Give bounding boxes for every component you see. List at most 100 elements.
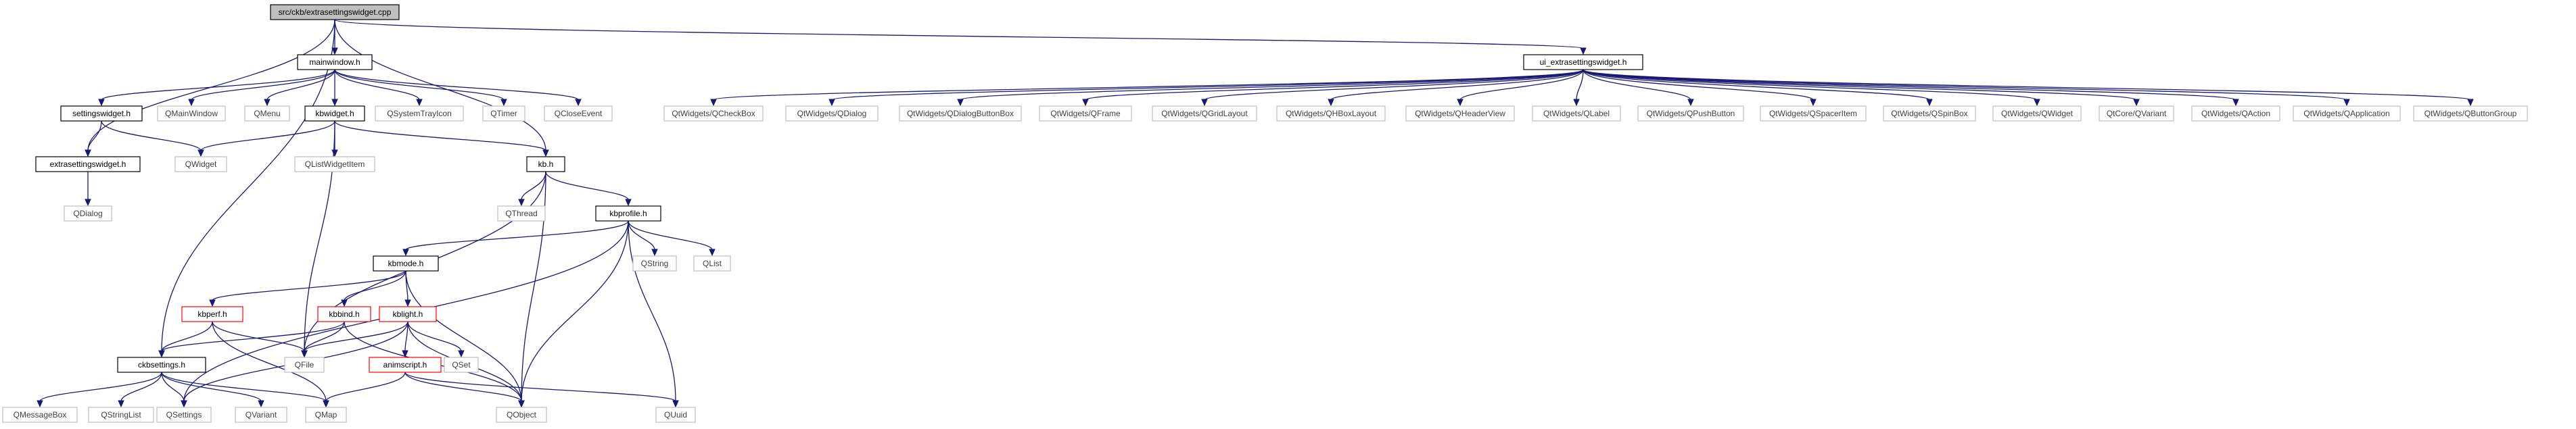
arrowhead-qtwidgets-qgridlayout xyxy=(1201,99,1208,107)
arrowhead-kbwidget xyxy=(331,99,338,107)
node-qtwidgets-qwidget: QtWidgets/QWidget xyxy=(1992,105,2082,122)
node-label: QMessageBox xyxy=(14,410,67,420)
node-mainwindow-h[interactable]: mainwindow.h xyxy=(297,54,373,70)
edge-kb-to-qthread xyxy=(521,171,546,201)
edge-ui-extra-to-qtwidgets-qdialog xyxy=(831,69,1584,101)
edge-kbprofile-to-kbmode xyxy=(405,220,629,251)
edge-ui-extra-to-qtwidgets-qgridlayout xyxy=(1204,69,1584,101)
node-box xyxy=(655,407,696,423)
node-qobject: QObject xyxy=(496,407,547,423)
node-kbwidget-h[interactable]: kbwidget.h xyxy=(304,105,365,122)
node-box xyxy=(373,255,439,272)
node-ui-extrasettingswidget-h[interactable]: ui_extrasettingswidget.h xyxy=(1523,54,1643,70)
arrowhead-kbprofile xyxy=(625,199,632,207)
node-box xyxy=(369,357,442,373)
node-animscript-h[interactable]: animscript.h xyxy=(369,357,442,373)
node-label: QtWidgets/QSpinBox xyxy=(1891,109,1967,118)
node-box xyxy=(2099,105,2174,122)
node-label: QtWidgets/QSpacerItem xyxy=(1769,109,1857,118)
node-label: QStringList xyxy=(101,410,141,420)
edge-kbmode-to-kbperf xyxy=(212,270,406,301)
node-box xyxy=(60,105,143,122)
node-kbperf-h[interactable]: kbperf.h xyxy=(181,306,243,322)
edge-kbmode-to-kbbind xyxy=(344,270,406,301)
node-qlist: QList xyxy=(693,255,731,272)
node-box xyxy=(304,105,365,122)
node-kbprofile-h[interactable]: kbprofile.h xyxy=(595,205,661,222)
edge-kbbind-to-ckbsettings xyxy=(161,321,345,352)
node-qmainwindow: QMainWindow xyxy=(157,105,226,122)
node-box xyxy=(1152,105,1257,122)
arrowhead-mainwindow xyxy=(331,47,338,55)
edge-animscript-to-qmap xyxy=(325,372,406,402)
node-qthread: QThread xyxy=(497,205,546,222)
edge-ui-extra-to-qtwidgets-qpushbutton xyxy=(1583,69,1691,101)
edge-animscript-to-qobject xyxy=(404,372,522,402)
node-label: QSet xyxy=(452,360,471,370)
edge-root-to-extrasettingswidget xyxy=(87,19,335,151)
edge-ckbsettings-to-qsettings xyxy=(161,372,185,402)
node-box xyxy=(482,105,525,122)
arrowhead-qmenu xyxy=(264,99,271,107)
node-box xyxy=(2191,105,2280,122)
node-box xyxy=(2413,105,2528,122)
edge-ui-extra-to-qtwidgets-qheaderview xyxy=(1459,69,1584,101)
node-ckbsettings-h[interactable]: ckbsettings.h xyxy=(117,357,206,373)
node-box xyxy=(1883,105,1976,122)
node-kbmode-h[interactable]: kbmode.h xyxy=(373,255,439,272)
node-kblight-h[interactable]: kblight.h xyxy=(379,306,437,322)
edge-kbprofile-to-qlist xyxy=(628,220,713,251)
edge-ui-extra-to-qtwidgets-qframe xyxy=(1085,69,1584,101)
node-settingswidget-h[interactable]: settingswidget.h xyxy=(60,105,143,122)
node-label: animscript.h xyxy=(383,360,427,370)
node-label: kbperf.h xyxy=(197,309,227,319)
node-box xyxy=(1039,105,1132,122)
node-qtwidgets-qhboxlayout: QtWidgets/QHBoxLayout xyxy=(1276,105,1386,122)
node-label: QListWidgetItem xyxy=(305,159,365,169)
node-box xyxy=(244,105,290,122)
node-box xyxy=(117,357,206,373)
node-src-ckb-extrasettingswidget-cpp[interactable]: src/ckb/extrasettingswidget.cpp xyxy=(270,4,400,20)
edge-animscript-to-quuid xyxy=(404,372,676,402)
node-label: QMenu xyxy=(254,109,280,118)
edge-mainwindow-to-settingswidget xyxy=(101,69,335,101)
node-qwidget: QWidget xyxy=(174,156,227,172)
arrowhead-qtwidgets-qlabel xyxy=(1573,99,1580,107)
edge-mainwindow-to-qcloseevent xyxy=(334,69,579,101)
node-qsettings: QSettings xyxy=(156,407,212,423)
edge-mainwindow-to-qmenu xyxy=(266,69,335,101)
node-label: QFile xyxy=(295,360,314,370)
node-box xyxy=(1992,105,2082,122)
graph-nodes: src/ckb/extrasettingswidget.cpp mainwindo… xyxy=(2,4,2528,423)
node-box xyxy=(1523,54,1643,70)
node-qfile: QFile xyxy=(284,357,325,373)
arrowhead-qtwidgets-qspinbox xyxy=(1926,99,1933,107)
node-qtwidgets-qbuttongroup: QtWidgets/QButtonGroup xyxy=(2413,105,2528,122)
edge-mainwindow-to-qsystemtrayicon xyxy=(334,69,420,101)
edge-ckbsettings-to-qvariant xyxy=(161,372,262,402)
node-qmenu: QMenu xyxy=(244,105,290,122)
node-qtwidgets-qheaderview: QtWidgets/QHeaderView xyxy=(1405,105,1515,122)
arrowhead-qtwidgets-qcheckbox xyxy=(710,99,717,107)
arrowhead-kbmode xyxy=(402,249,409,257)
node-label: QtWidgets/QHeaderView xyxy=(1415,109,1505,118)
node-box xyxy=(235,407,287,423)
node-qtwidgets-qaction: QtWidgets/QAction xyxy=(2191,105,2280,122)
node-qdialog: QDialog xyxy=(64,205,112,222)
node-kb-h[interactable]: kb.h xyxy=(526,156,565,172)
arrowhead-qthread xyxy=(518,199,525,207)
arrowhead-qmap xyxy=(323,400,329,408)
node-box xyxy=(88,407,154,423)
node-label: QDialog xyxy=(73,209,102,218)
node-kbbind-h[interactable]: kbbind.h xyxy=(317,306,371,322)
node-extrasettingswidget-h[interactable]: extrasettingswidget.h xyxy=(35,156,141,172)
node-box xyxy=(1637,105,1744,122)
arrowhead-qfile xyxy=(301,350,308,358)
node-qtwidgets-qgridlayout: QtWidgets/QGridLayout xyxy=(1152,105,1257,122)
arrowhead-qtwidgets-qspaceritem xyxy=(1810,99,1817,107)
node-label: kbmode.h xyxy=(388,259,424,268)
edge-kbperf-to-qfile xyxy=(212,321,305,352)
node-box xyxy=(1405,105,1515,122)
node-box xyxy=(1760,105,1867,122)
edge-root-to-ui-extra xyxy=(334,19,1584,49)
